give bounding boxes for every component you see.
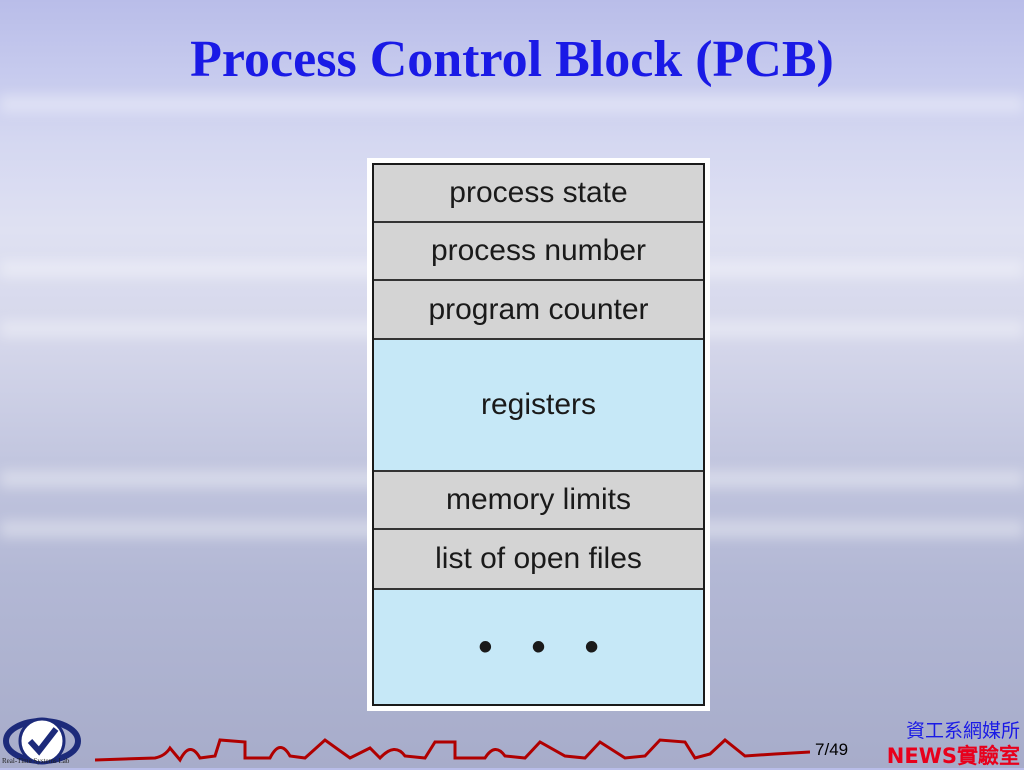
pcb-field-process-number: process number [374,223,703,281]
slide-title: Process Control Block (PCB) [190,31,834,88]
footer-department: 資工系網媒所 [905,720,1020,742]
pcb-field-open-files: list of open files [374,530,703,590]
pcb-diagram: process state process number program cou… [372,163,705,706]
footer-lab: NEWS實驗室 [886,744,1020,768]
lab-logo-icon [3,717,81,765]
page-total: /49 [824,740,849,759]
pcb-field-process-state: process state [374,165,703,223]
pcb-field-registers: registers [374,340,703,472]
pcb-field-memory-limits: memory limits [374,472,703,530]
pcb-figure: process state process number program cou… [367,158,710,711]
pcb-field-ellipsis: • • • [374,590,703,704]
decorative-signature-line [95,738,810,763]
page-number: 7/49 [815,740,848,760]
page-current: 7 [815,740,825,759]
lab-logo-text: Real-Time Systems Lab [2,757,70,765]
pcb-field-program-counter: program counter [374,281,703,340]
